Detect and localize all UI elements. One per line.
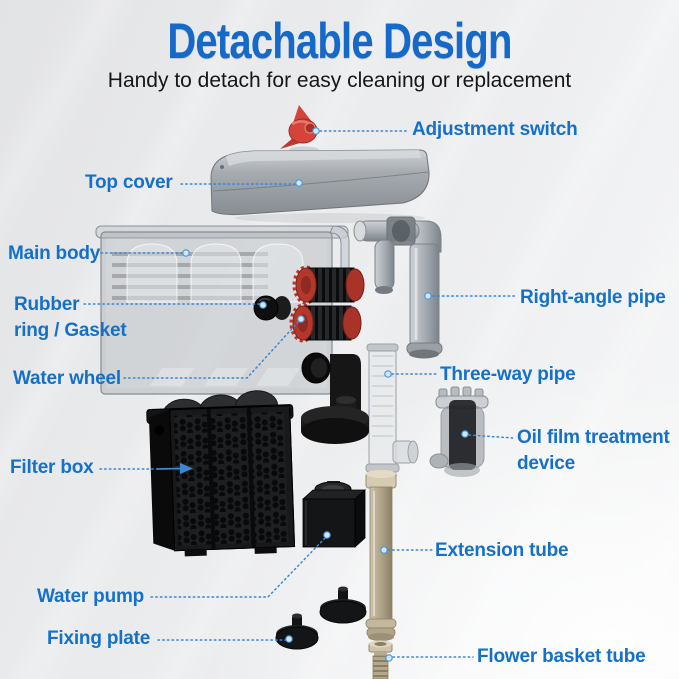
outlet-elbow-illustration — [301, 352, 369, 444]
label-text: Three-way pipe — [440, 364, 576, 385]
label-oil-film-device: Oil film treatment device — [517, 425, 670, 477]
label-text: Adjustment switch — [412, 119, 578, 140]
water-wheel-illustration — [289, 265, 365, 343]
extension-tube-illustration — [365, 470, 397, 641]
label-text: Top cover — [85, 172, 173, 193]
filter-box-illustration — [146, 390, 296, 557]
label-main-body: Main body — [8, 241, 100, 267]
label-rubber-ring: Rubber ring / Gasket — [14, 292, 127, 344]
label-text: Water wheel — [13, 368, 121, 389]
label-extension-tube: Extension tube — [435, 538, 569, 564]
label-filter-box: Filter box — [10, 455, 94, 481]
flower-basket-tube-illustration — [368, 640, 393, 679]
leader-water-pump — [150, 536, 327, 598]
label-text: ring / Gasket — [14, 320, 127, 341]
oil-film-device-illustration — [429, 386, 489, 477]
label-three-way-pipe: Three-way pipe — [440, 362, 576, 388]
page-title: Detachable Design — [167, 13, 512, 69]
label-top-cover: Top cover — [85, 170, 173, 196]
main-body-illustration — [95, 225, 350, 395]
leader-lines — [83, 130, 518, 658]
label-right-angle-pipe: Right-angle pipe — [520, 285, 666, 311]
label-text: Main body — [8, 243, 101, 264]
label-text: Water pump — [37, 586, 145, 607]
label-text: Right-angle pipe — [520, 287, 666, 308]
label-water-wheel: Water wheel — [13, 366, 121, 392]
label-fixing-plate: Fixing plate — [47, 626, 150, 652]
leader-water-wheel — [123, 320, 300, 379]
three-way-pipe-illustration — [365, 343, 419, 478]
label-text: Fixing plate — [47, 628, 151, 649]
page-subtitle: Handy to detach for easy cleaning or rep… — [107, 69, 572, 92]
top-cover-illustration — [210, 149, 430, 223]
label-text: Flower basket tube — [477, 646, 646, 667]
label-adjustment-switch: Adjustment switch — [412, 117, 578, 143]
right-angle-pipe-illustration — [353, 216, 443, 359]
label-text: device — [517, 453, 575, 474]
leader-endpoint-dots — [182, 127, 469, 662]
leader-filter-box-arrow — [156, 463, 193, 474]
water-pump-illustration — [301, 481, 367, 548]
rubber-ring-illustration — [253, 295, 291, 321]
label-text: Extension tube — [435, 540, 569, 561]
label-text: Oil film treatment — [517, 427, 670, 448]
label-water-pump: Water pump — [37, 584, 144, 610]
label-flower-basket-tube: Flower basket tube — [477, 644, 646, 670]
label-text: Filter box — [10, 457, 94, 478]
label-text: Rubber — [14, 294, 80, 315]
